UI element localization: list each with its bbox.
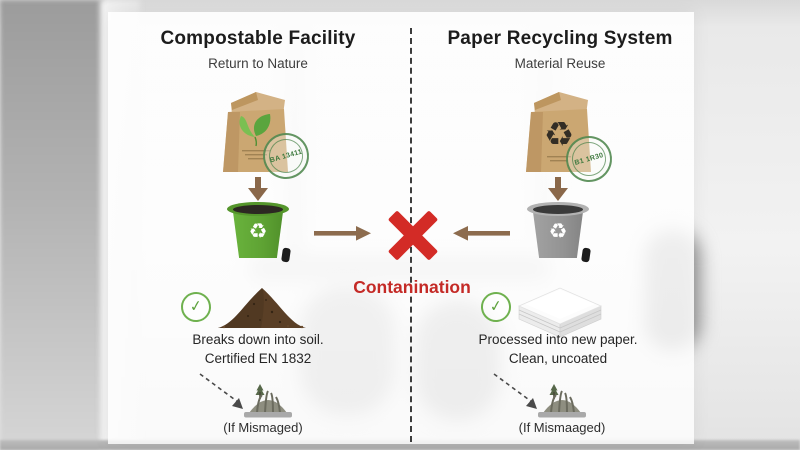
check-mark: ✓ [188,296,204,316]
left-outcome-line1: Breaks down into soil. [192,332,324,347]
left-stamp-code: BA 13411 [269,148,303,164]
floor-blur [0,440,800,450]
recycling-bin-icon: ♻ [527,202,591,263]
leaf-icon [239,114,271,147]
wall-shadow [0,0,104,450]
bin-body [232,209,284,258]
soil-pile-icon [218,288,306,329]
right-landfill-icon [538,384,586,418]
left-outcome-line2: Certified EN 1832 [204,350,312,366]
left-landfill-icon [244,384,292,418]
left-title: Compostable Facility [160,28,356,49]
recycle-symbol-icon: ♻ [548,219,568,243]
left-outcome-text: Breaks down into soil. Certified EN 1832 [143,331,373,369]
left-mismanaged-label: (If Mismaged) [223,420,303,435]
right-outcome-text: Processed into new paper. Clean, uncoate… [443,331,673,369]
left-down-arrow-icon [248,177,268,201]
paper-stack-icon [518,287,602,338]
contamination-label: Contanination [353,277,471,297]
right-down-arrow-icon [548,177,568,201]
check-mark: ✓ [488,296,504,316]
blocked-x-icon [384,205,442,263]
right-outcome-line2: Clean, uncoated [508,350,608,366]
bin-opening [533,204,583,214]
left-dashed-arrow-icon [199,373,243,409]
recycle-symbol-icon: ♻ [248,219,268,243]
right-mismanaged-label: (If Mismaaged) [518,420,606,435]
arrow-left-icon [453,226,510,241]
right-title: Paper Recycling System [447,28,673,49]
right-outcome-line1: Processed into new paper. [478,332,638,347]
arrow-right-icon [314,226,371,241]
left-subtitle: Return to Nature [208,56,308,71]
right-subtitle: Material Reuse [514,56,606,71]
bin-opening [233,204,283,214]
right-dashed-arrow-icon [493,373,537,409]
compost-bin-icon: ♻ [227,202,291,263]
right-stamp-code: B1 1R30 [573,151,605,167]
bin-body [532,209,584,258]
